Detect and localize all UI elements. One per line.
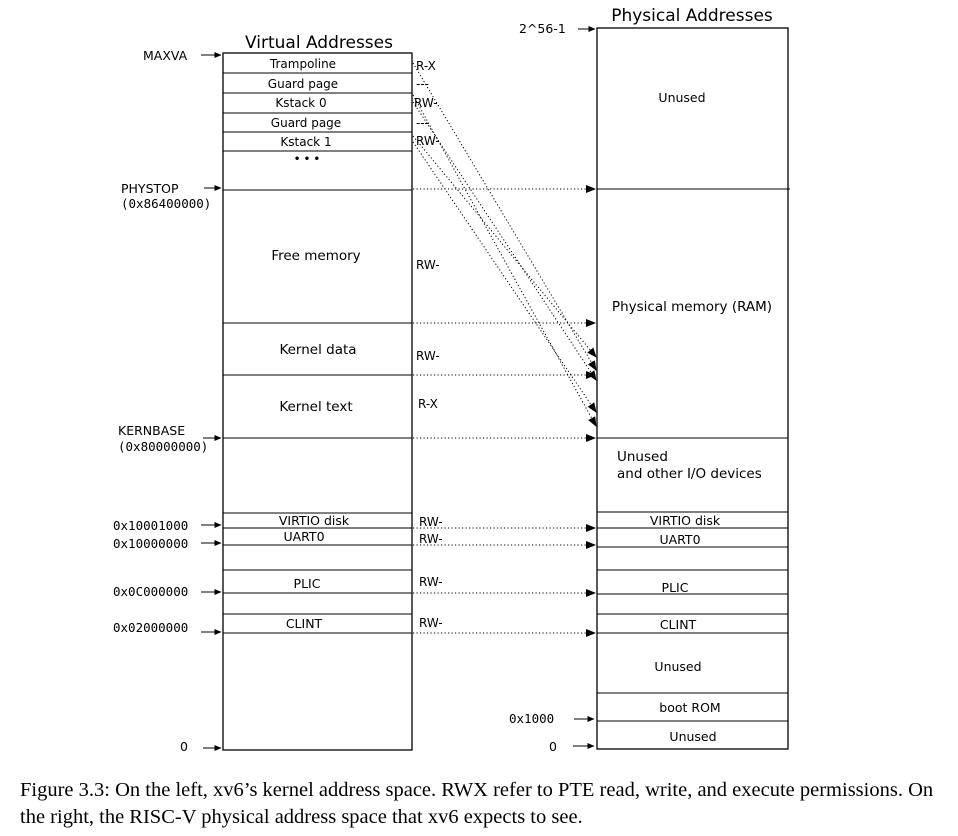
figure-caption: Figure 3.3: On the left, xv6’s kernel ad…	[20, 777, 940, 831]
mapping-arrows	[412, 62, 597, 637]
physical-region-clint: CLINT	[660, 617, 697, 632]
perm-plic: RW-	[419, 575, 443, 589]
vaddr-kernbase-hex: (0x80000000)	[118, 439, 208, 454]
virtual-region-plic: PLIC	[294, 576, 321, 591]
vaddr-phystop: PHYSTOP	[121, 181, 179, 196]
virtual-region-kstack-0: Kstack 0	[275, 96, 326, 110]
physical-region-virtio-disk: VIRTIO disk	[650, 513, 721, 528]
perm-kernel-data: RW-	[416, 349, 440, 363]
address-space-diagram: Virtual Addresses Trampoline Guard page …	[113, 6, 790, 754]
physical-region-uart0: UART0	[659, 532, 700, 547]
physical-region-io-devices: and other I/O devices	[617, 466, 762, 482]
perm-guard-page-0: ---	[416, 77, 429, 91]
physical-title: Physical Addresses	[611, 6, 773, 26]
virtual-region-ellipsis: • • •	[294, 154, 320, 165]
perm-virtio-disk: RW-	[419, 515, 443, 529]
vaddr-zero: 0	[180, 739, 188, 754]
vaddr-clint: 0x02000000	[113, 620, 188, 635]
perm-kstack-1: RW-	[416, 134, 440, 148]
virtual-region-guard-page-1: Guard page	[271, 116, 341, 130]
perm-guard-page-1: ---	[416, 116, 429, 130]
physical-region-boot-rom: boot ROM	[659, 700, 720, 715]
virtual-region-virtio-disk: VIRTIO disk	[279, 513, 350, 528]
perm-free-memory: RW-	[416, 258, 440, 272]
virtual-region-kernel-text: Kernel text	[279, 399, 352, 415]
physical-region-plic: PLIC	[662, 580, 689, 595]
virtual-region-guard-page-0: Guard page	[268, 77, 338, 91]
vaddr-uart0: 0x10000000	[113, 536, 188, 551]
vaddr-phystop-hex: (0x86400000)	[121, 196, 211, 211]
physical-region-unused-io: Unused	[617, 449, 668, 465]
caption-text: On the left, xv6’s kernel address space.…	[20, 779, 934, 828]
physical-address-arrows	[573, 26, 596, 749]
physical-region-unused-top: Unused	[658, 90, 705, 105]
physical-region-ram: Physical memory (RAM)	[612, 299, 772, 315]
perm-clint: RW-	[419, 616, 443, 630]
virtual-title: Virtual Addresses	[245, 33, 393, 53]
vaddr-plic: 0x0C000000	[113, 584, 188, 599]
physical-column	[596, 27, 790, 750]
paddr-zero: 0	[549, 739, 557, 754]
physical-region-unused-low: Unused	[654, 659, 701, 674]
perm-kernel-text: R-X	[418, 397, 438, 411]
virtual-region-kstack-1: Kstack 1	[280, 135, 331, 149]
vaddr-kernbase: KERNBASE	[118, 423, 185, 438]
virtual-region-clint: CLINT	[286, 616, 323, 631]
virtual-region-free-memory: Free memory	[271, 248, 360, 264]
virtual-region-trampoline: Trampoline	[269, 57, 336, 71]
paddr-0x1000: 0x1000	[509, 711, 554, 726]
perm-uart0: RW-	[419, 532, 443, 546]
virtual-address-arrows	[201, 52, 222, 751]
vaddr-virtio: 0x10001000	[113, 518, 188, 533]
virtual-column	[222, 52, 413, 751]
virtual-region-kernel-data: Kernel data	[279, 342, 356, 358]
perm-trampoline: R-X	[416, 59, 436, 73]
physical-region-unused-bottom: Unused	[669, 729, 716, 744]
caption-label: Figure 3.3:	[20, 779, 110, 801]
virtual-region-uart0: UART0	[283, 529, 324, 544]
perm-kstack-0: RW-	[414, 96, 438, 110]
paddr-top: 2^56-1	[519, 21, 566, 36]
vaddr-maxva: MAXVA	[143, 48, 188, 63]
